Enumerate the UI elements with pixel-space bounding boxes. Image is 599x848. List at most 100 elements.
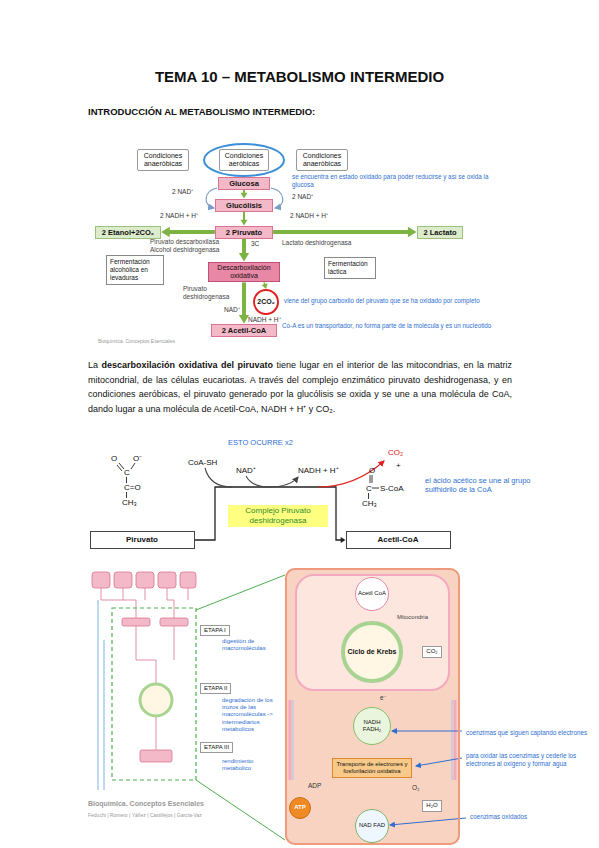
process-box: 2 Acetil-CoA	[211, 324, 277, 337]
paragraph: La descarboxilación oxidativa del piruva…	[88, 358, 512, 416]
connector-line	[273, 230, 409, 234]
text-label: Lactato deshidrogenasa	[282, 239, 357, 247]
node-text: Condiciones anaeróbicas	[300, 152, 344, 169]
process-box: 2 Piruvato	[215, 226, 273, 239]
node-text: Piruvato	[91, 535, 194, 545]
text-label: Feduchi | Romero | Yáñez | Castillejos |…	[88, 812, 202, 818]
text-label: Bioquímica. Conceptos Esenciales	[88, 800, 204, 808]
text-label: degradación de los trozos de las macromo…	[222, 697, 280, 733]
stage-box: ETAPA II	[200, 683, 231, 694]
connector	[262, 282, 268, 289]
node-text: CO₂	[426, 648, 437, 655]
node-text: NADH FADH₂	[354, 719, 390, 733]
connector-line	[169, 230, 215, 234]
text-label: C=O	[124, 483, 141, 493]
text-label: NAD⁺	[224, 306, 240, 314]
connector	[239, 282, 249, 323]
metabolite-circle: Ciclo de Krebs	[341, 621, 403, 683]
arrow-head	[239, 253, 249, 262]
stage-box: ETAPA III	[200, 742, 233, 753]
metabolite-circle: NADH FADH₂	[353, 707, 391, 745]
text-label: CH₃	[362, 499, 377, 509]
metabolite-circle: NAD FAD	[355, 809, 389, 843]
text-label: NAD⁺	[236, 466, 256, 476]
text-label: C	[124, 468, 130, 478]
node-text: 2 Acetil-CoA	[222, 326, 266, 335]
node-text: 2 Lactato	[424, 228, 457, 237]
process-box: Glucosa	[218, 177, 270, 190]
text-label: para oxidar las coenzimas y cederle los …	[466, 752, 591, 767]
node-text: ETAPA II	[204, 685, 227, 692]
arrow-head	[239, 315, 249, 324]
node-text: Complejo Piruvato deshidrogenasa	[232, 506, 324, 525]
circled-product: 2CO₂	[253, 289, 279, 315]
product-box: H₂O	[422, 800, 441, 811]
text-label: se encuentra en estado oxidado para pode…	[292, 173, 507, 188]
text-label: ADP	[308, 782, 321, 790]
text-label: digestión de macromoléculas	[222, 638, 280, 652]
process-box: Descarboxilación oxidativa	[208, 262, 280, 283]
text-label: 2 NADH + H⁺	[160, 212, 198, 220]
node-text: 2CO₂	[257, 298, 275, 306]
text-label: e⁻	[380, 694, 386, 702]
node-text: Descarboxilación oxidativa	[213, 264, 275, 281]
text-label: O⁻	[133, 454, 142, 464]
node-text: H₂O	[426, 802, 437, 809]
text-label: rendimiento metabolico	[222, 758, 280, 772]
note-box: Fermentación alcohólica en levaduras	[106, 255, 164, 284]
text-label: el ácido acético se une al grupo sulfhid…	[425, 476, 535, 494]
node-text: Fermentación láctica	[328, 260, 372, 276]
connector	[239, 239, 249, 262]
paragraph-text: descarboxilación oxidativa del piruvato	[102, 360, 274, 370]
condition-box: Condiciones anaeróbicas	[296, 149, 348, 172]
text-label: NADH + H⁺	[298, 466, 339, 476]
node-text: Fermentación alcohólica en levaduras	[110, 258, 160, 281]
text-label: 2 NAD⁺	[172, 188, 193, 196]
text-label: O	[369, 466, 375, 476]
text-label: 3C	[251, 240, 259, 248]
text-label: CO₂	[388, 448, 403, 458]
note-box: Fermentación láctica	[324, 257, 376, 279]
text-label: coenzimas que siguen captando electrones	[466, 729, 591, 737]
text-label: viene del grupo carboxilo del piruvato q…	[284, 297, 499, 305]
node-text: Acetil CoA	[358, 590, 386, 597]
connector	[241, 212, 248, 226]
text-label: Bioquímica. Conceptos Esenciales	[98, 338, 175, 344]
text-label: ESTO OCURRE x2	[228, 438, 293, 447]
connector	[161, 227, 215, 237]
node-text: Condiciones aeróbicas	[223, 152, 265, 169]
node-text: Mitocondria	[397, 614, 428, 621]
node-text: Transporte de electrones y fosforilación…	[336, 761, 408, 775]
connector-line	[195, 487, 342, 540]
node-text: Glucólisis	[226, 201, 262, 210]
process-box: Glucólisis	[215, 199, 273, 212]
node-text: 2 Piruvato	[226, 228, 262, 237]
product-box: 2 Etanol+2CO₂	[95, 226, 161, 239]
connector	[195, 487, 346, 543]
connector-line	[242, 239, 246, 255]
connector-line	[242, 282, 246, 316]
text-label: S-CoA	[380, 484, 404, 494]
product-box: CO₂	[422, 646, 441, 657]
stage-box: ETAPA I	[200, 625, 230, 636]
text-label: Co-A es un transportador, no forma parte…	[282, 322, 497, 330]
node-text: ETAPA III	[204, 744, 229, 751]
condition-box: Condiciones anaeróbicas	[137, 149, 189, 172]
text-label: INTRODUCCIÓN AL METABOLISMO INTERMEDIO:	[88, 106, 315, 117]
condition-box: Condiciones aeróbicas	[219, 149, 269, 172]
text-label: CoA-SH	[188, 458, 217, 468]
connector	[273, 227, 416, 237]
node-text: ATP	[294, 804, 306, 811]
node-text: NAD FAD	[359, 822, 385, 829]
molecule-box: Acetil-CoA	[346, 531, 451, 549]
text-label: CH₃	[122, 498, 137, 508]
metabolite-circle: Acetil CoA	[355, 577, 389, 611]
text-label: Piruvato deshidrogenasa	[183, 285, 238, 301]
product-box: 2 Lactato	[417, 226, 464, 239]
node-text: Condiciones anaeróbicas	[141, 152, 185, 169]
node-text: Acetil-CoA	[347, 535, 450, 545]
connector	[241, 190, 248, 199]
molecule-box: Piruvato	[90, 531, 195, 549]
